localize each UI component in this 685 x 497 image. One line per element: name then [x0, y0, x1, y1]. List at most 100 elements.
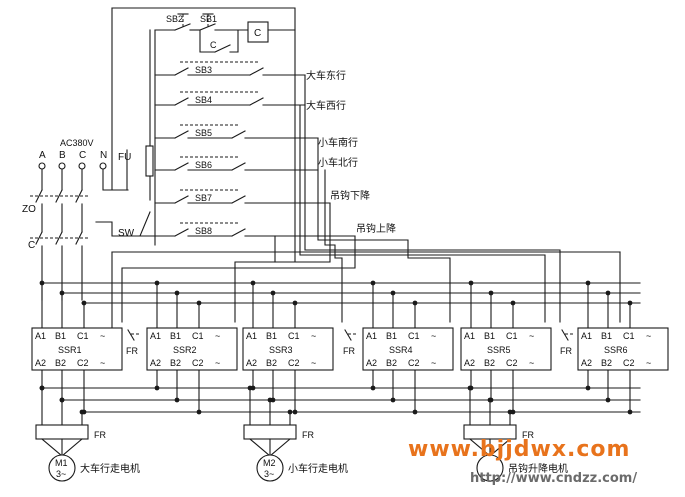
relay-pin-top: B1	[266, 331, 277, 341]
relay-pin-top: C1	[192, 331, 204, 341]
overload-label: FR	[343, 346, 355, 356]
relay-body	[362, 327, 454, 371]
motor-lead	[469, 438, 491, 457]
output-bus	[41, 387, 641, 413]
phase-n-label: N	[100, 150, 107, 161]
thermal-overload	[243, 424, 297, 440]
relay-ac-mark: ~	[646, 358, 651, 368]
junction-dot	[390, 290, 396, 296]
motor-lead	[489, 438, 511, 457]
relay-ac-mark: ~	[100, 331, 105, 341]
motor-caption: 吊钩升降电机	[508, 462, 568, 475]
sb2-sb1-row: SB2 SB1 C C	[154, 13, 296, 53]
motor-symbol	[48, 454, 76, 482]
thermal-overload-label: FR	[522, 430, 534, 440]
contactor-coil-label: C	[254, 28, 261, 39]
fuse-label: FU	[118, 152, 131, 163]
relay-ac-mark: ~	[311, 331, 316, 341]
overload-contact: FR	[343, 329, 357, 356]
relay-pin-top: B1	[55, 331, 66, 341]
junction-dot	[412, 300, 418, 306]
sb2-label: SB2	[166, 14, 183, 24]
motor-lead	[249, 438, 271, 457]
junction-dot	[250, 280, 256, 286]
junction-dot	[292, 300, 298, 306]
sb6-label: SB6	[195, 160, 212, 170]
phase-b-label: B	[59, 150, 66, 161]
watermark-secondary: http://www.cndzz.com/	[470, 471, 637, 486]
sb5-function: 小车南行	[318, 136, 358, 149]
relay-pin-bottom: C2	[506, 358, 518, 368]
watermark-primary: www.bjjdwx.com	[408, 437, 630, 462]
overload-label: FR	[560, 346, 572, 356]
relay-pin-bottom: A2	[581, 358, 592, 368]
sb4-function: 大车西行	[306, 99, 346, 112]
junction-dot	[39, 385, 45, 391]
overload-label: FR	[126, 346, 138, 356]
relay-name: SSR1	[58, 345, 82, 355]
relay-ac-mark: ~	[529, 331, 534, 341]
relay-ac-mark: ~	[215, 358, 220, 368]
motor-lead	[61, 438, 83, 457]
voltage-label: AC380V	[60, 138, 94, 148]
sb7-label: SB7	[195, 193, 212, 203]
contactor-coil-c[interactable]	[247, 21, 269, 43]
relay-ac-mark: ~	[646, 331, 651, 341]
signal-wiring	[111, 74, 621, 331]
junction-dot	[81, 300, 87, 306]
relay-pin-bottom: B2	[484, 358, 495, 368]
junction-dot	[247, 385, 253, 391]
relay-pin-bottom: C2	[192, 358, 204, 368]
motor-lead	[269, 438, 291, 457]
motor-symbol	[256, 454, 284, 482]
relay-name: SSR3	[269, 345, 293, 355]
relay-body	[146, 327, 238, 371]
relay-pin-top: A1	[35, 331, 46, 341]
relay-body	[460, 327, 552, 371]
relay-ac-mark: ~	[311, 358, 316, 368]
terminal-n	[99, 162, 107, 170]
button-rows: SB3 大车东行 SB4 大车西行 SB5 小车南行 SB6 小车北行 SB7 …	[154, 61, 396, 237]
aux-contact-label: C	[210, 40, 217, 50]
junction-dot	[370, 280, 376, 286]
motor-phase-label: 3~	[56, 469, 66, 479]
sb7-function: 吊钩下降	[330, 189, 370, 202]
junction-dot	[468, 280, 474, 286]
relay-ac-mark: ~	[529, 358, 534, 368]
motor-phase-label: 3~	[264, 469, 274, 479]
sb4-label: SB4	[195, 95, 212, 105]
junction-dot	[287, 409, 293, 415]
terminal-b	[58, 162, 66, 170]
relay-pin-top: A1	[246, 331, 257, 341]
terminal-a	[38, 162, 46, 170]
relay-name: SSR6	[604, 345, 628, 355]
relay-pin-bottom: A2	[150, 358, 161, 368]
relay-pin-top: C1	[623, 331, 635, 341]
relay-name: SSR4	[389, 345, 413, 355]
junction-dot	[487, 397, 493, 403]
relay-pin-bottom: A2	[35, 358, 46, 368]
motor-m3[interactable]: FR 吊钩升降电机	[463, 385, 568, 482]
relay-pin-bottom: A2	[366, 358, 377, 368]
sb3-function: 大车东行	[306, 69, 346, 82]
relay-pin-top: B1	[484, 331, 495, 341]
sb8-function: 吊钩上降	[356, 222, 396, 235]
relay-pin-top: C1	[506, 331, 518, 341]
junction-dot	[154, 280, 160, 286]
junction-dot	[39, 280, 45, 286]
relay-pin-bottom: B2	[386, 358, 397, 368]
relay-pin-top: C1	[288, 331, 300, 341]
motor-lead	[41, 438, 63, 457]
motor-label: M2	[263, 458, 276, 468]
thermal-overload	[35, 424, 89, 440]
